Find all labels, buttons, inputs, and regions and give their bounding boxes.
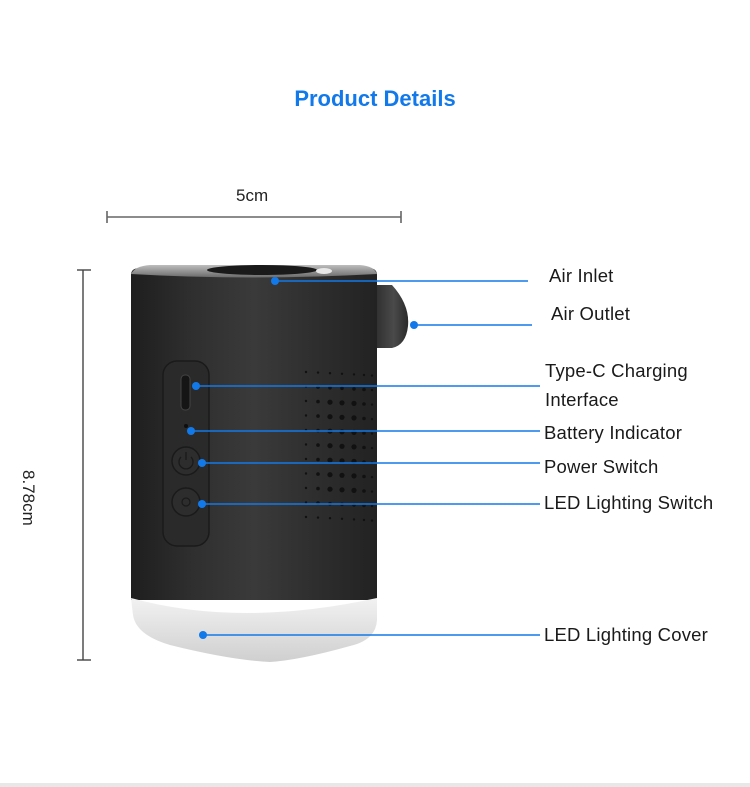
bottom-divider (0, 783, 750, 787)
vent-hole (340, 386, 344, 391)
vent-hole (362, 489, 366, 493)
vent-hole (362, 431, 366, 435)
vent-hole (304, 414, 308, 417)
vent-hole (327, 457, 333, 463)
callout-line-air-outlet (410, 321, 532, 329)
power-button (171, 446, 201, 476)
vent-hole (316, 399, 320, 404)
vent-hole (370, 388, 374, 392)
vent-hole (339, 429, 345, 435)
vent-hole (304, 515, 308, 519)
callout-led-switch: LED Lighting Switch (544, 492, 714, 513)
vent-hole (304, 399, 308, 403)
vent-hole (316, 457, 320, 462)
height-dimension-line (77, 269, 91, 661)
vent-hole (370, 504, 374, 508)
callout-line-battery-indicator (187, 427, 540, 435)
vent-hole (327, 443, 333, 449)
page-title: Product Details (294, 86, 456, 111)
vent-hole (351, 400, 357, 406)
callout-line-led-cover (199, 631, 540, 639)
vent-hole (370, 519, 374, 522)
callout-battery-indicator: Battery Indicator (544, 422, 683, 443)
vent-hole (351, 415, 357, 421)
vent-hole (370, 374, 374, 377)
vent-hole (328, 517, 332, 520)
callout-line-power-switch (198, 459, 540, 467)
vent-hole (327, 414, 333, 420)
vent-hole (370, 432, 374, 435)
vent-hole (362, 373, 366, 377)
vent-hole (327, 399, 333, 405)
vent-hole (328, 385, 332, 390)
vent-hole (316, 414, 320, 418)
vent-hole (362, 416, 366, 421)
led-button (171, 487, 201, 517)
vent-hole (316, 486, 320, 491)
vent-hole (362, 445, 366, 450)
vent-hole (316, 472, 320, 476)
vent-hole (362, 402, 366, 406)
battery-indicator-light (184, 424, 188, 428)
air-inlet-opening (207, 265, 317, 275)
callout-type-c-line2: Interface (545, 389, 619, 410)
vent-hole (304, 472, 308, 475)
control-panel (162, 360, 210, 547)
vent-hole (340, 372, 344, 375)
vent-hole (362, 518, 366, 522)
vent-hole (339, 400, 345, 406)
vent-hole (352, 373, 356, 376)
vent-hole (362, 474, 366, 479)
vent-hole (316, 371, 320, 374)
vent-hole (351, 487, 357, 493)
callout-air-outlet: Air Outlet (551, 303, 631, 324)
vent-hole (339, 443, 345, 449)
callout-led-cover: LED Lighting Cover (544, 624, 709, 645)
vent-hole (327, 472, 333, 478)
vent-hole (339, 458, 345, 464)
callout-line-air-inlet (271, 277, 528, 285)
callout-line-led-switch (198, 500, 540, 508)
callout-power-switch: Power Switch (544, 456, 659, 477)
vent-hole (370, 403, 374, 406)
vent-hole (340, 517, 344, 520)
vent-hole (304, 486, 308, 490)
vent-hole (327, 486, 333, 492)
light-icon (181, 497, 191, 507)
vent-hole (352, 387, 356, 391)
vent-hole (351, 473, 357, 479)
width-dimension-line (106, 211, 402, 223)
led-lighting-cover (131, 598, 377, 662)
air-outlet-nozzle (372, 285, 409, 348)
callout-air-inlet: Air Inlet (549, 265, 614, 286)
vent-hole (316, 516, 320, 519)
vent-hole (370, 417, 374, 421)
vent-hole (316, 443, 320, 447)
vent-hole (304, 501, 308, 504)
vent-hole (339, 472, 345, 478)
vent-hole (370, 475, 374, 479)
vent-hole (304, 370, 308, 374)
vent-hole (328, 372, 332, 375)
vent-hole (362, 387, 366, 392)
vent-hole (352, 518, 356, 521)
type-c-port (180, 374, 191, 411)
vent-hole (304, 457, 308, 461)
vent-hole (339, 487, 345, 493)
vent-hole (304, 443, 308, 446)
power-icon (178, 456, 194, 470)
vent-hole (370, 490, 374, 493)
vent-hole (370, 446, 374, 450)
callout-type-c-line1: Type-C Charging (545, 360, 688, 381)
width-dimension-label: 5cm (236, 186, 269, 205)
vent-hole (351, 444, 357, 450)
callout-line-type-c (192, 382, 540, 390)
vent-hole (339, 414, 345, 420)
